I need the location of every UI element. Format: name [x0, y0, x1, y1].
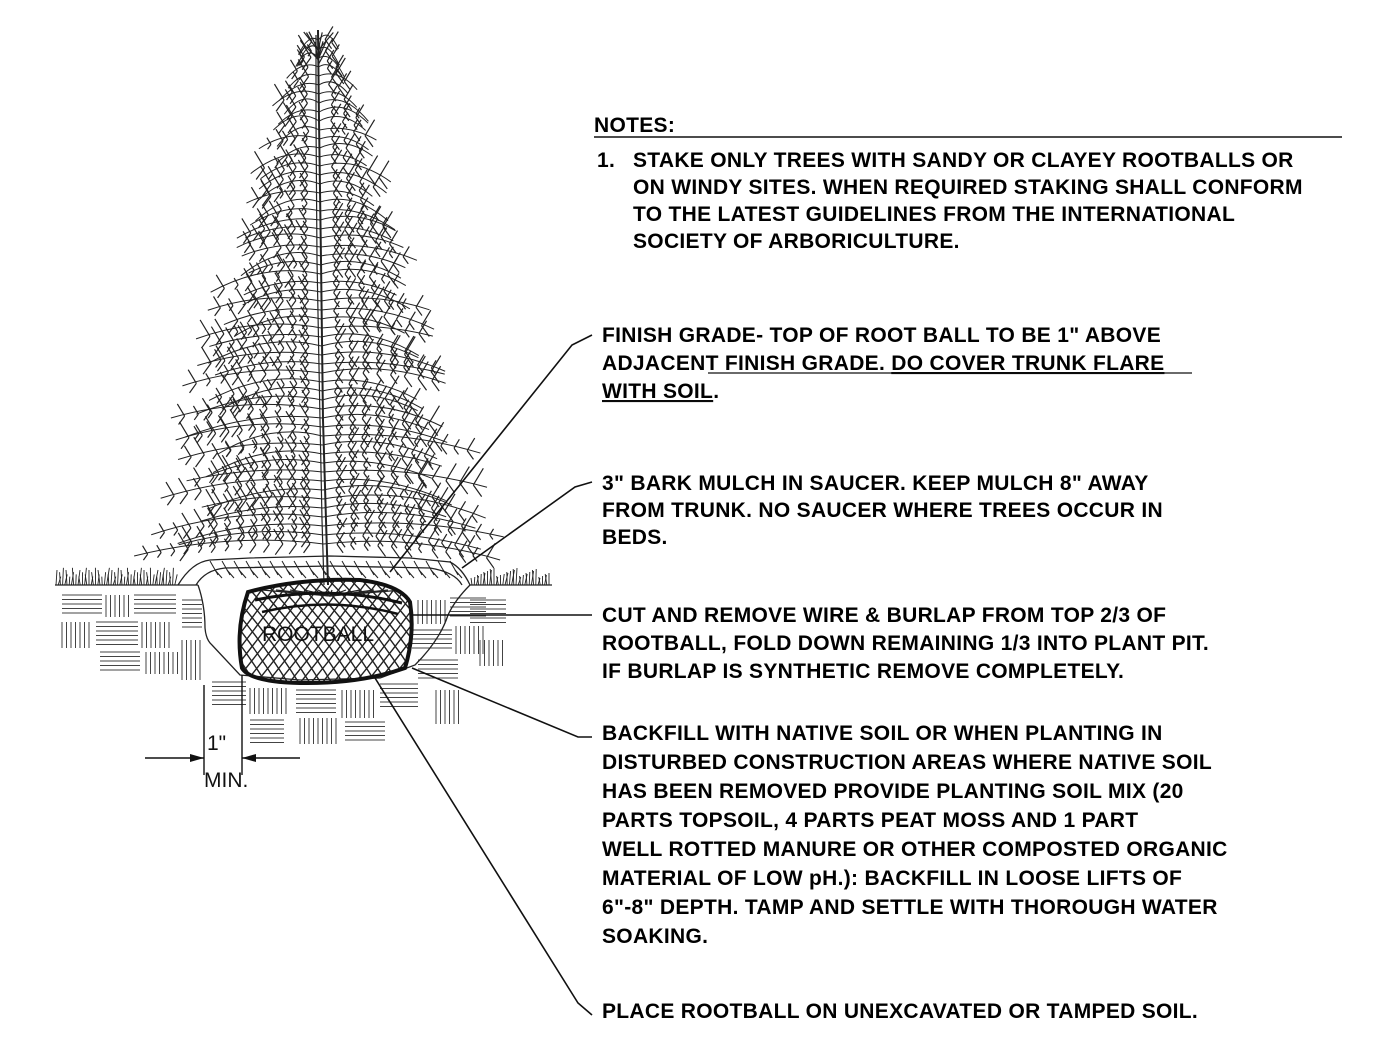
backfill-line-8: SOAKING. — [602, 925, 708, 948]
callout-base: PLACE ROOTBALL ON UNEXCAVATED OR TAMPED … — [602, 1000, 1198, 1023]
note-1-line-3: TO THE LATEST GUIDELINES FROM THE INTERN… — [633, 203, 1235, 226]
callout-finish-grade: FINISH GRADE- TOP OF ROOT BALL TO BE 1" … — [602, 324, 1192, 403]
backfill-line-7: 6"-8" DEPTH. TAMP AND SETTLE WITH THOROU… — [602, 896, 1218, 919]
callout-mulch: 3" BARK MULCH IN SAUCER. KEEP MULCH 8" A… — [602, 472, 1163, 549]
notes-heading: NOTES: — [594, 114, 675, 137]
note-1-line-4: SOCIETY OF ARBORICULTURE. — [633, 230, 960, 253]
backfill-line-6: MATERIAL OF LOW pH.): BACKFILL IN LOOSE … — [602, 867, 1182, 890]
tree-foliage — [133, 26, 504, 569]
rootball-label: ROOTBALL — [262, 623, 374, 646]
base-line-1: PLACE ROOTBALL ON UNEXCAVATED OR TAMPED … — [602, 1000, 1198, 1023]
callout-burlap: CUT AND REMOVE WIRE & BURLAP FROM TOP 2/… — [602, 604, 1209, 683]
mulch-line-1: 3" BARK MULCH IN SAUCER. KEEP MULCH 8" A… — [602, 472, 1149, 495]
rootball: ROOTBALL — [237, 577, 414, 686]
burlap-line-1: CUT AND REMOVE WIRE & BURLAP FROM TOP 2/… — [602, 604, 1166, 627]
finish-grade-line-1: FINISH GRADE- TOP OF ROOT BALL TO BE 1" … — [602, 324, 1161, 347]
burlap-line-2: ROOTBALL, FOLD DOWN REMAINING 1/3 INTO P… — [602, 632, 1209, 655]
burlap-line-3: IF BURLAP IS SYNTHETIC REMOVE COMPLETELY… — [602, 660, 1124, 683]
plant-pit — [177, 555, 471, 681]
backfill-line-4: PARTS TOPSOIL, 4 PARTS PEAT MOSS AND 1 P… — [602, 809, 1138, 832]
dimension-value: 1" — [207, 732, 226, 755]
callout-backfill: BACKFILL WITH NATIVE SOIL OR WHEN PLANTI… — [602, 722, 1228, 948]
dimension-note: MIN. — [204, 769, 248, 792]
min-dimension: 1" MIN. — [145, 675, 300, 792]
mulch-line-2: FROM TRUNK. NO SAUCER WHERE TREES OCCUR … — [602, 499, 1163, 522]
leader-lines — [374, 334, 593, 1016]
note-1-line-1: STAKE ONLY TREES WITH SANDY OR CLAYEY RO… — [633, 149, 1294, 172]
mulch-layer — [209, 560, 463, 579]
finish-grade-line-3: WITH SOIL. — [602, 380, 719, 403]
turf-right — [470, 567, 550, 586]
ground-surface — [55, 567, 552, 586]
turf-left — [55, 567, 178, 586]
tree-illustration — [133, 26, 504, 586]
native-soil-hatch — [61, 594, 506, 744]
backfill-line-5: WELL ROTTED MANURE OR OTHER COMPOSTED OR… — [602, 838, 1228, 861]
backfill-line-1: BACKFILL WITH NATIVE SOIL OR WHEN PLANTI… — [602, 722, 1163, 745]
finish-grade-line-2: ADJACENT FINISH GRADE. DO COVER TRUNK FL… — [602, 352, 1164, 375]
note-1-number: 1. — [597, 149, 615, 172]
backfill-line-3: HAS BEEN REMOVED PROVIDE PLANTING SOIL M… — [602, 780, 1184, 803]
note-1-line-2: ON WINDY SITES. WHEN REQUIRED STAKING SH… — [633, 176, 1303, 199]
notes-block: NOTES: 1. STAKE ONLY TREES WITH SANDY OR… — [594, 114, 1342, 253]
backfill-line-2: DISTURBED CONSTRUCTION AREAS WHERE NATIV… — [602, 751, 1212, 774]
mulch-line-3: BEDS. — [602, 526, 668, 549]
